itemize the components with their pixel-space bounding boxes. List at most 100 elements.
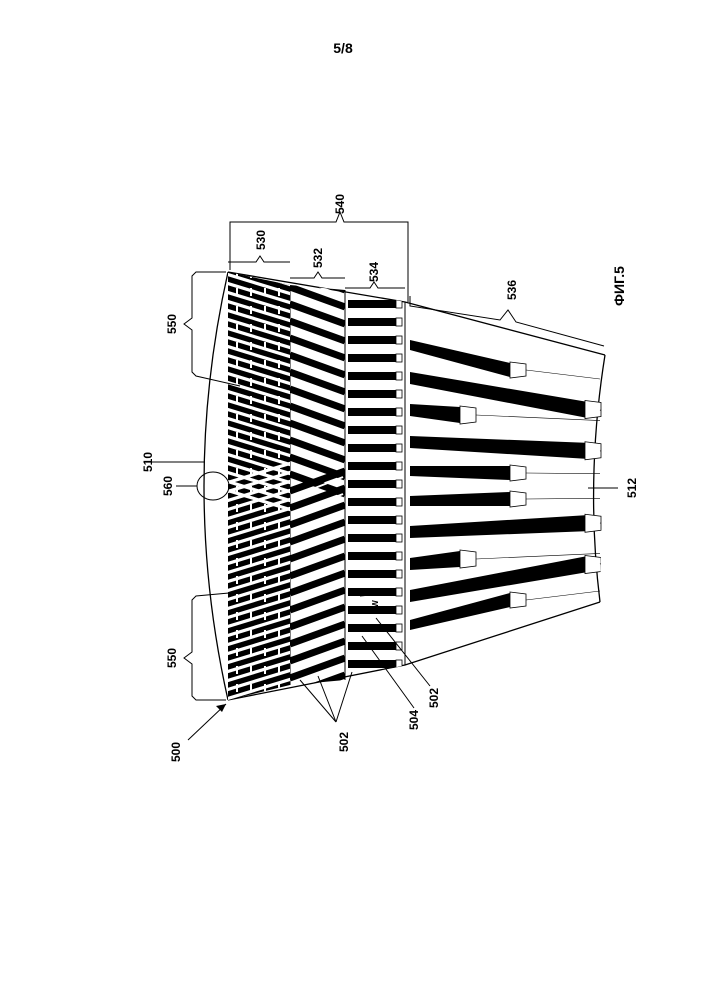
- herringbone-gap: [278, 702, 280, 710]
- herringbone-gap: [278, 486, 280, 494]
- herringbone-gap: [250, 486, 252, 494]
- label-502-single: 502: [427, 688, 441, 708]
- electrode-tip: [396, 516, 402, 524]
- label-540: 540: [333, 194, 347, 214]
- herringbone-gap: [278, 270, 280, 278]
- herringbone-gap: [250, 306, 252, 314]
- leader-502-single: [376, 618, 430, 686]
- electrode-tip: [396, 426, 402, 434]
- herringbone-gap: [250, 702, 252, 710]
- label-502-group: 502: [337, 732, 351, 752]
- herringbone-gap: [264, 648, 266, 656]
- label-550-lower: 550: [165, 648, 179, 668]
- herringbone-gap: [250, 630, 252, 638]
- herringbone-gap: [264, 702, 266, 710]
- short-electrode: [348, 300, 396, 308]
- electrode-tip: [396, 372, 402, 380]
- herringbone-gap: [250, 342, 252, 350]
- herringbone-gap: [250, 396, 252, 404]
- electrode-tip: [396, 354, 402, 362]
- herringbone-gap: [264, 396, 266, 404]
- label-536: 536: [505, 280, 519, 300]
- short-electrode: [348, 426, 396, 434]
- herringbone-gap: [278, 684, 280, 692]
- herringbone-gap: [278, 558, 280, 566]
- short-electrode: [348, 444, 396, 452]
- herringbone-gap: [264, 630, 266, 638]
- electrode-tip: [396, 408, 402, 416]
- herringbone-gap: [264, 324, 266, 332]
- finger-guide: [526, 370, 600, 379]
- label-512: 512: [625, 478, 639, 498]
- herringbone-gap: [236, 684, 238, 692]
- herringbone-stripe: [200, 239, 300, 270]
- herringbone-gap: [236, 414, 238, 422]
- herringbone-gap: [236, 486, 238, 494]
- herringbone-gap: [250, 504, 252, 512]
- herringbone-gap: [278, 360, 280, 368]
- herringbone-gap: [236, 306, 238, 314]
- herringbone-gap: [264, 468, 266, 476]
- brace-532: [290, 272, 345, 278]
- finger-guide: [526, 591, 600, 600]
- herringbone-gap: [250, 450, 252, 458]
- brace-530: [228, 256, 290, 262]
- herringbone-gap: [236, 432, 238, 440]
- herringbone-gap: [236, 504, 238, 512]
- label-534: 534: [367, 262, 381, 282]
- electrode-tip: [396, 336, 402, 344]
- herringbone-gap: [250, 558, 252, 566]
- herringbone-gap: [236, 342, 238, 350]
- herringbone-gap: [250, 360, 252, 368]
- finger-guide: [526, 498, 600, 499]
- herringbone-gap: [264, 504, 266, 512]
- herringbone-gap: [264, 486, 266, 494]
- herringbone-gap: [264, 666, 266, 674]
- herringbone-gap: [264, 684, 266, 692]
- herringbone-gap: [264, 270, 266, 278]
- short-electrode: [348, 372, 396, 380]
- herringbone-stripe: [200, 712, 300, 743]
- herringbone-gap: [264, 612, 266, 620]
- short-electrode: [348, 552, 396, 560]
- herringbone-gap: [278, 396, 280, 404]
- herringbone-gap: [250, 432, 252, 440]
- short-electrode: [348, 408, 396, 416]
- short-electrode: [348, 318, 396, 326]
- herringbone-gap: [236, 702, 238, 710]
- finger-tip: [585, 514, 601, 532]
- electrode-tip: [396, 624, 402, 632]
- finger-tip: [585, 442, 601, 460]
- herringbone-gap: [264, 342, 266, 350]
- herringbone-gap: [236, 450, 238, 458]
- short-electrode: [348, 642, 396, 650]
- herringbone-gap: [264, 432, 266, 440]
- herringbone-gap: [250, 270, 252, 278]
- herringbone-gap: [236, 594, 238, 602]
- finger-tip: [510, 491, 526, 507]
- short-electrode: [348, 624, 396, 632]
- electrode-tip: [396, 570, 402, 578]
- herringbone-gap: [250, 594, 252, 602]
- herringbone-gap: [264, 576, 266, 584]
- herringbone-gap: [236, 468, 238, 476]
- short-electrode: [348, 570, 396, 578]
- herringbone-gap: [236, 612, 238, 620]
- herringbone-gap: [278, 576, 280, 584]
- herringbone-gap: [236, 522, 238, 530]
- herringbone-gap: [264, 558, 266, 566]
- herringbone-gap: [236, 360, 238, 368]
- herringbone-gap: [278, 414, 280, 422]
- electrode-tip: [396, 588, 402, 596]
- herringbone-gap: [236, 396, 238, 404]
- electrode-tip: [396, 390, 402, 398]
- herringbone-gap: [278, 594, 280, 602]
- chevron-gap: [292, 681, 343, 701]
- herringbone-gap: [264, 306, 266, 314]
- finger-electrode: [410, 340, 510, 377]
- herringbone-gap: [278, 450, 280, 458]
- short-electrode: [348, 354, 396, 362]
- short-electrode: [348, 480, 396, 488]
- electrode-tip: [396, 480, 402, 488]
- label-w: W: [371, 600, 380, 608]
